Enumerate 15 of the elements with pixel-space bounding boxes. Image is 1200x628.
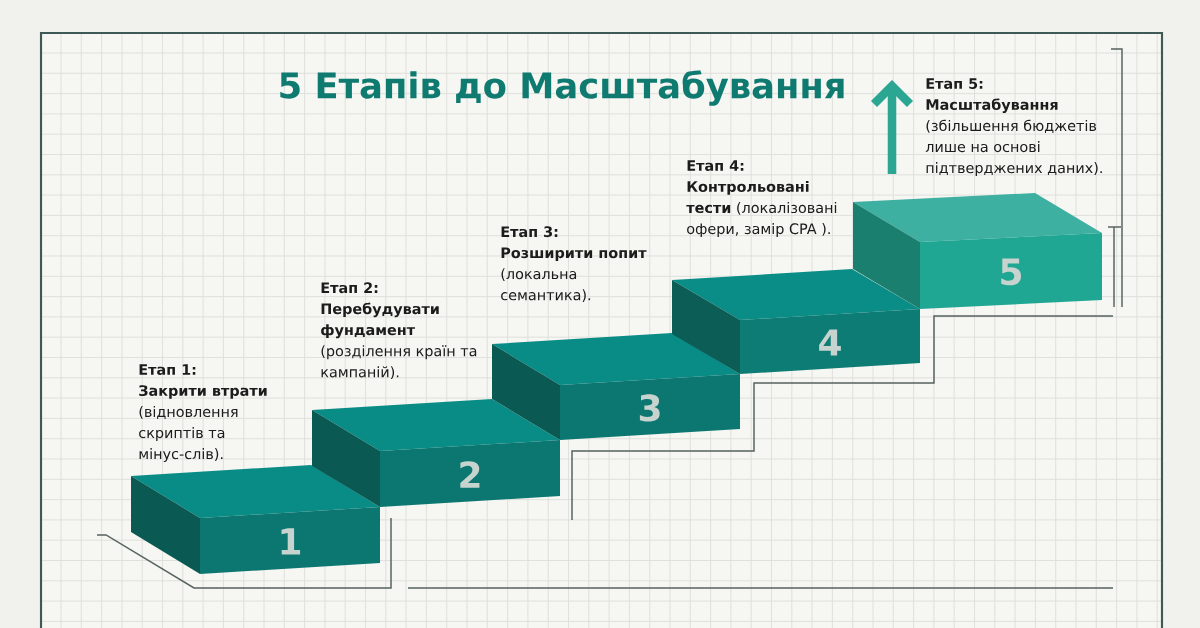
node-label: 2 [460, 461, 480, 488]
step-caption: Етап 5: Масштабування (збільшення бюджетів лише на основі підтверджених даних). [925, 78, 1102, 176]
step-caption: Етап 4: Контрольовані тести (локалізовані офери, замір CPA ). [686, 160, 837, 237]
step-caption: Етап 1: Закрити втрати (відновлення скриптів та мінус-слів). [139, 364, 267, 462]
stair-step: 4 [672, 269, 920, 374]
step-caption: Етап 2: Перебудувати фундамент (розділення країн та кампаній). [321, 282, 477, 380]
title: 5 Етапів до Масштабування [280, 70, 844, 106]
stair-step: 2 [312, 399, 560, 507]
node-label: 1 [281, 528, 301, 555]
stair-step: 1 [131, 465, 380, 574]
node-label: 4 [819, 329, 841, 356]
step-caption: Етап 3: Розширити попит (локальна семантика). [501, 226, 647, 303]
stair-step: 5 [853, 193, 1102, 309]
node-label: 3 [639, 394, 660, 422]
stair-step: 3 [492, 333, 740, 440]
